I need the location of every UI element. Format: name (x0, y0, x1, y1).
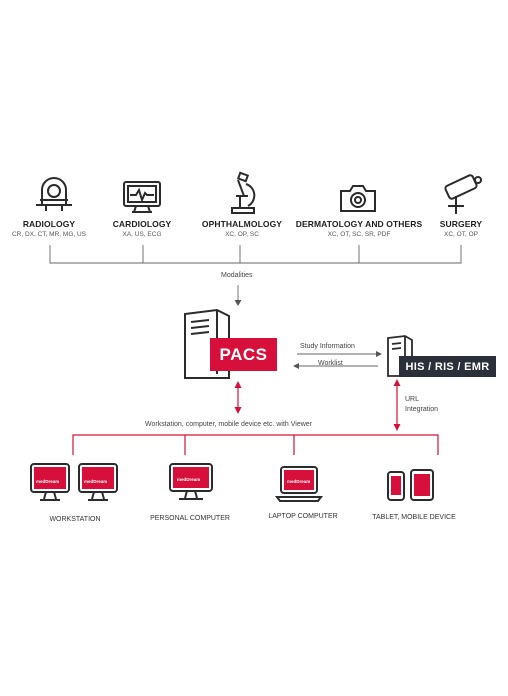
device-label-tablet-mobile: TABLET, MOBILE DEVICE (372, 514, 456, 521)
modalities-label: Modalities (221, 272, 253, 279)
modality-codes-ophthalmology: XC, OP, SC (225, 231, 259, 238)
modality-title-cardiology: CARDIOLOGY (112, 219, 172, 229)
modality-codes-cardiology: XA, US, ECG (122, 231, 162, 238)
laptop-screen-brand: medDream (287, 479, 311, 484)
worklist-label: Worklist (318, 360, 343, 367)
workstation-monitor-icon (30, 463, 70, 501)
modality-codes-dermatology: XC, OT, SC, SR, PDF (327, 231, 391, 238)
his-ris-emr-label: HIS / RIS / EMR (399, 356, 496, 377)
camera-icon (340, 185, 376, 212)
ecg-monitor-icon (123, 181, 161, 213)
microscope-icon (231, 171, 256, 214)
pc-screen-brand: medDream (177, 477, 201, 482)
workstation-monitor-icon-2 (78, 463, 118, 501)
tablet-icon (410, 469, 434, 501)
study-information-label: Study Information (300, 343, 355, 350)
personal-computer-icon (169, 463, 213, 500)
modality-title-radiology: RADIOLOGY (22, 219, 76, 229)
modality-title-surgery: SURGERY (439, 219, 483, 229)
modality-title-dermatology: DERMATOLOGY AND OTHERS (295, 219, 423, 229)
url-label: URL (405, 396, 420, 403)
laptop-icon (275, 466, 323, 502)
device-label-workstation: WORKSTATION (49, 516, 101, 523)
modality-codes-surgery: XC, OT, OP (444, 231, 478, 238)
ct-scanner-icon (36, 177, 72, 211)
device-label-personal-computer: PERSONAL COMPUTER (150, 515, 230, 522)
device-label-laptop: LAPTOP COMPUTER (268, 513, 338, 520)
viewer-label: Workstation, computer, mobile device etc… (145, 421, 313, 428)
pacs-label: PACS (210, 338, 277, 371)
workstation-screen-brand-1: medDream (36, 479, 60, 484)
smartphone-icon (387, 471, 405, 501)
integration-label: Integration (405, 406, 439, 413)
modality-title-ophthalmology: OPHTHALMOLOGY (201, 219, 283, 229)
surgical-camera-icon (444, 174, 482, 214)
workstation-screen-brand-2: medDream (84, 479, 108, 484)
modality-codes-radiology: CR, DX, CT, MR, MG, US (11, 231, 87, 238)
